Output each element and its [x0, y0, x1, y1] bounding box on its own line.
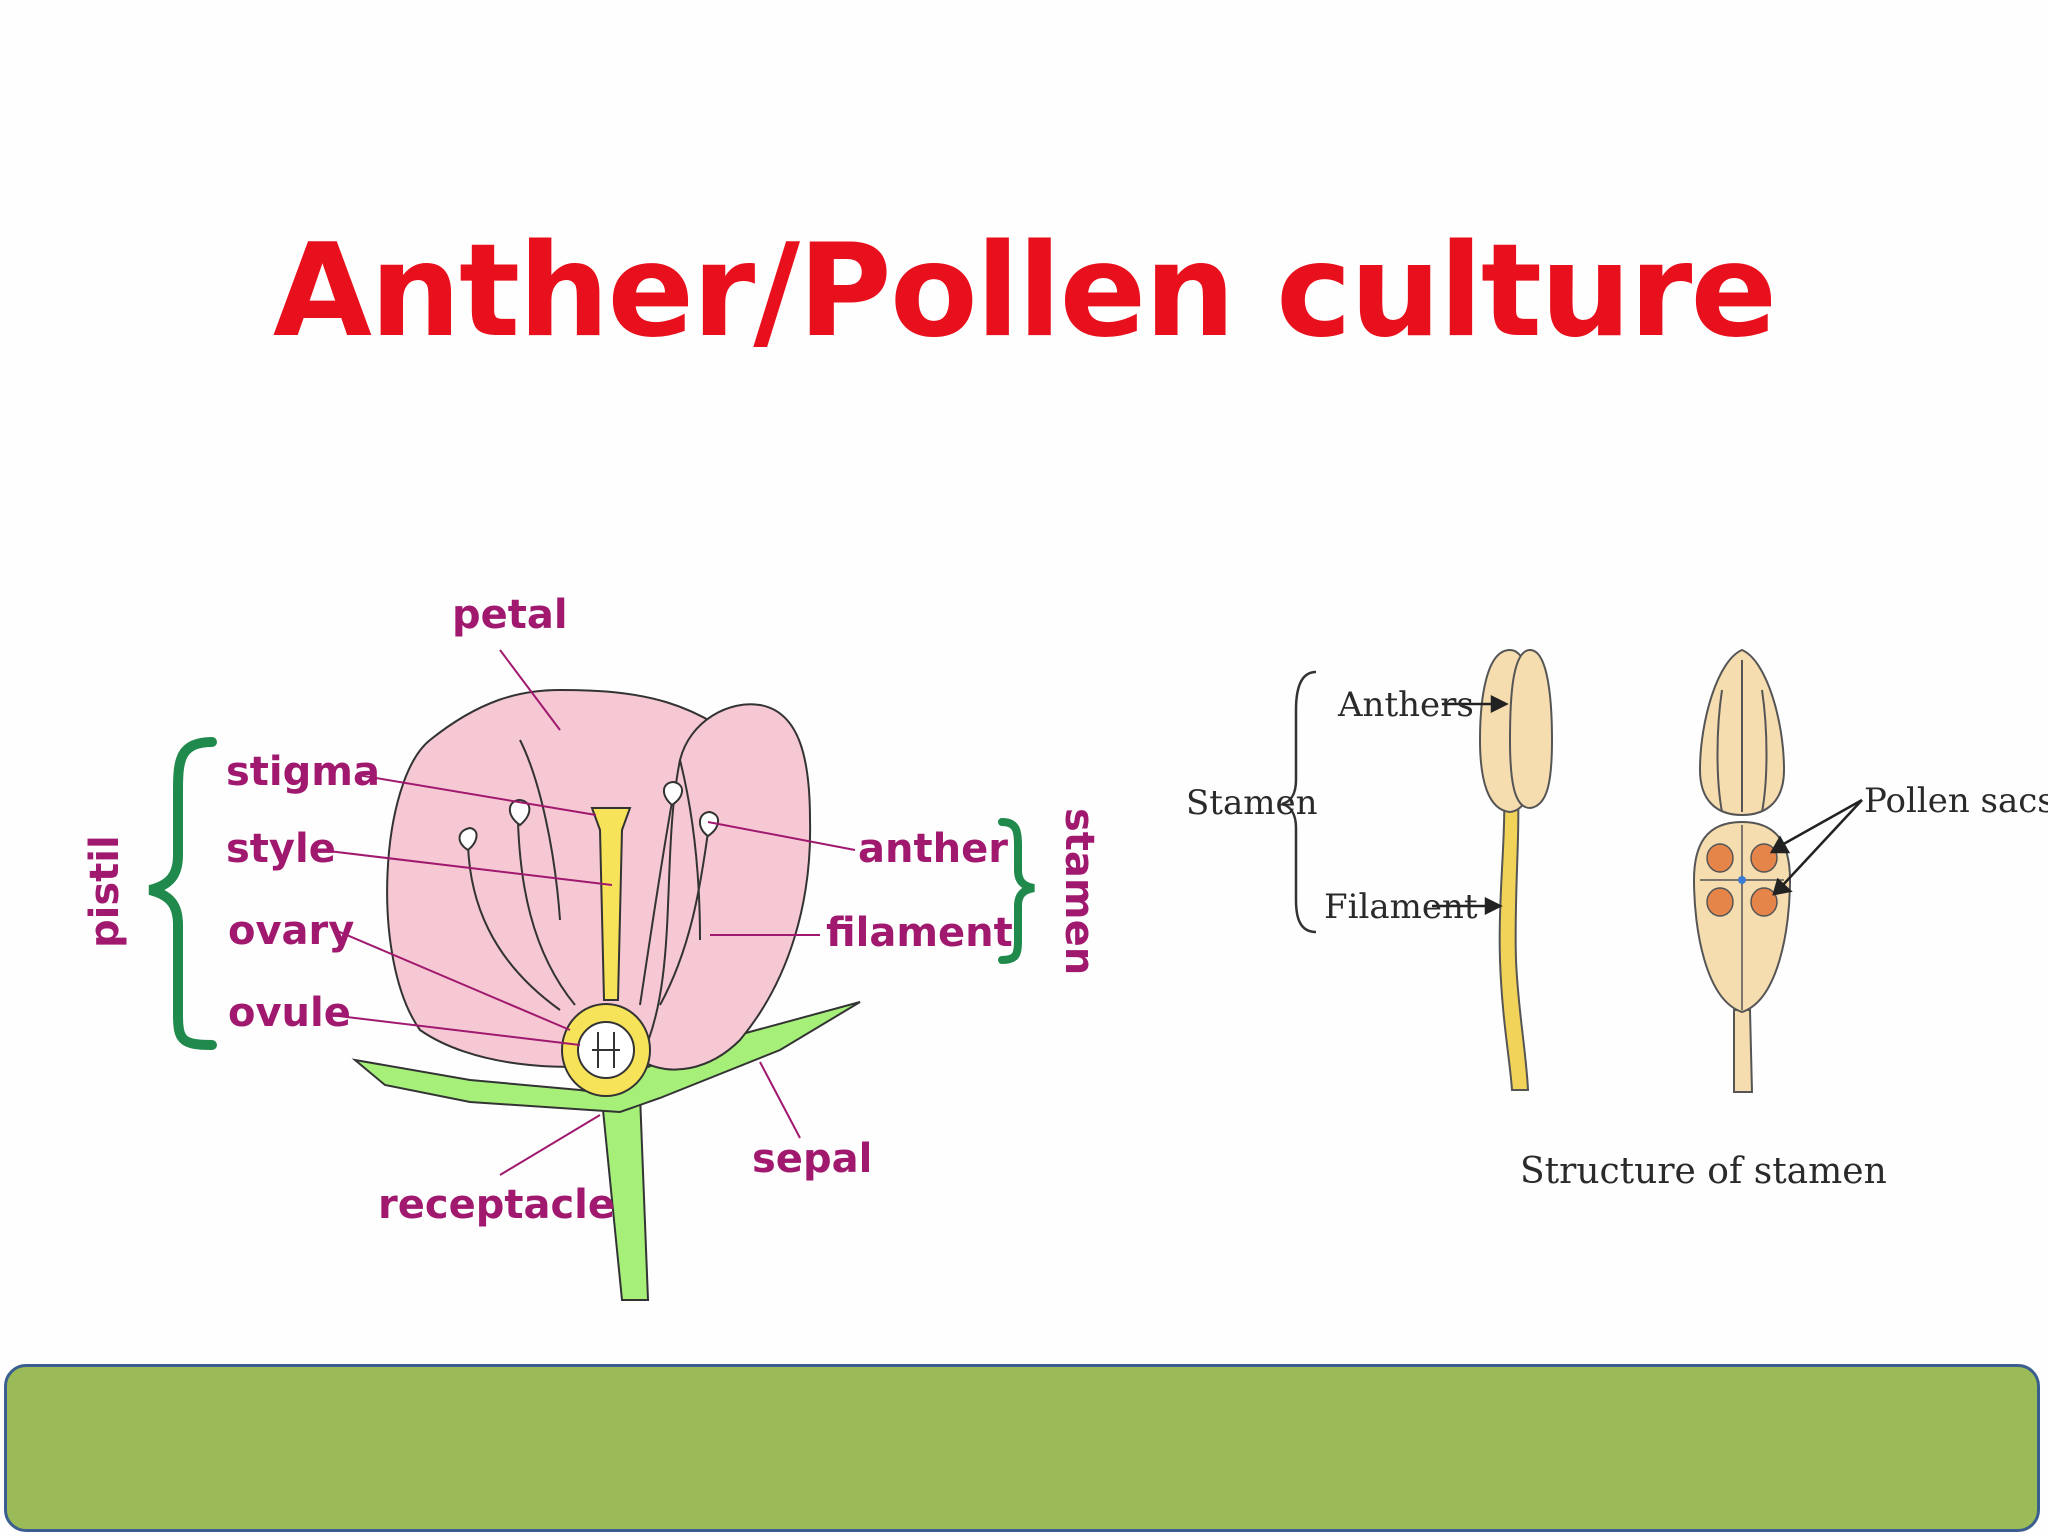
label-petal: petal — [452, 592, 568, 638]
petal-fold-line — [679, 759, 701, 941]
stamen-filament-4 — [659, 831, 709, 1006]
label-style: style — [226, 826, 336, 872]
slide-title: Anther/Pollen culture — [272, 217, 1777, 366]
label-pistil: pistil — [82, 835, 128, 948]
label-receptacle: receptacle — [378, 1182, 615, 1228]
label-stamen-structure: Stamen — [1186, 783, 1317, 823]
label-stigma: stigma — [226, 749, 380, 795]
stamen-brace-icon — [998, 818, 1035, 964]
ovule-inner-icon — [592, 1032, 620, 1068]
footer-bar — [4, 1364, 2040, 1532]
anther-section-ridges — [1716, 660, 1768, 813]
pollen-sac-icon — [1750, 843, 1778, 873]
label-ovule: ovule — [228, 990, 351, 1036]
connective-icon — [1738, 876, 1746, 884]
anther-lobe-right — [1508, 648, 1554, 810]
anther-icon — [699, 810, 719, 838]
label-anther: anther — [858, 826, 1008, 872]
pistil-brace-icon — [148, 737, 217, 1050]
stamen-filament-3 — [639, 801, 673, 1006]
pollen-sac-icon — [1750, 887, 1778, 917]
label-anthers: Anthers — [1337, 685, 1474, 725]
stamen-diagram: Anthers Stamen Filament Pollen sacs Stru… — [1186, 648, 2048, 1192]
stamen-section-filament — [1733, 1009, 1754, 1093]
pollen-sac-icon — [1706, 843, 1734, 873]
flower-petal-right — [638, 703, 812, 1071]
anther-icon — [663, 780, 683, 807]
stamen-arrows — [1432, 694, 1863, 916]
flower-diagram: petal stigma style ovary ovule anther fi… — [82, 592, 1102, 1301]
label-stamen: stamen — [1056, 808, 1102, 975]
anther-icon — [508, 798, 531, 827]
stamen-structure-brace-icon — [1281, 670, 1317, 934]
label-filament-structure: Filament — [1324, 887, 1478, 927]
label-sepal: sepal — [752, 1136, 872, 1182]
flower-leader-lines — [319, 649, 856, 1176]
label-pollen-sacs: Pollen sacs — [1864, 781, 2048, 821]
anther-icon — [458, 826, 478, 852]
stamen-filament-2 — [517, 821, 576, 1006]
label-ovary: ovary — [228, 908, 354, 954]
label-filament: filament — [826, 910, 1013, 956]
stamen-caption: Structure of stamen — [1520, 1151, 1887, 1192]
stamen-filament-1 — [467, 844, 561, 1011]
petal-fold-line — [519, 739, 561, 921]
stamen-filament-shape — [1498, 799, 1530, 1091]
pistil-style — [590, 807, 632, 1001]
pollen-sac-icon — [1706, 887, 1734, 917]
